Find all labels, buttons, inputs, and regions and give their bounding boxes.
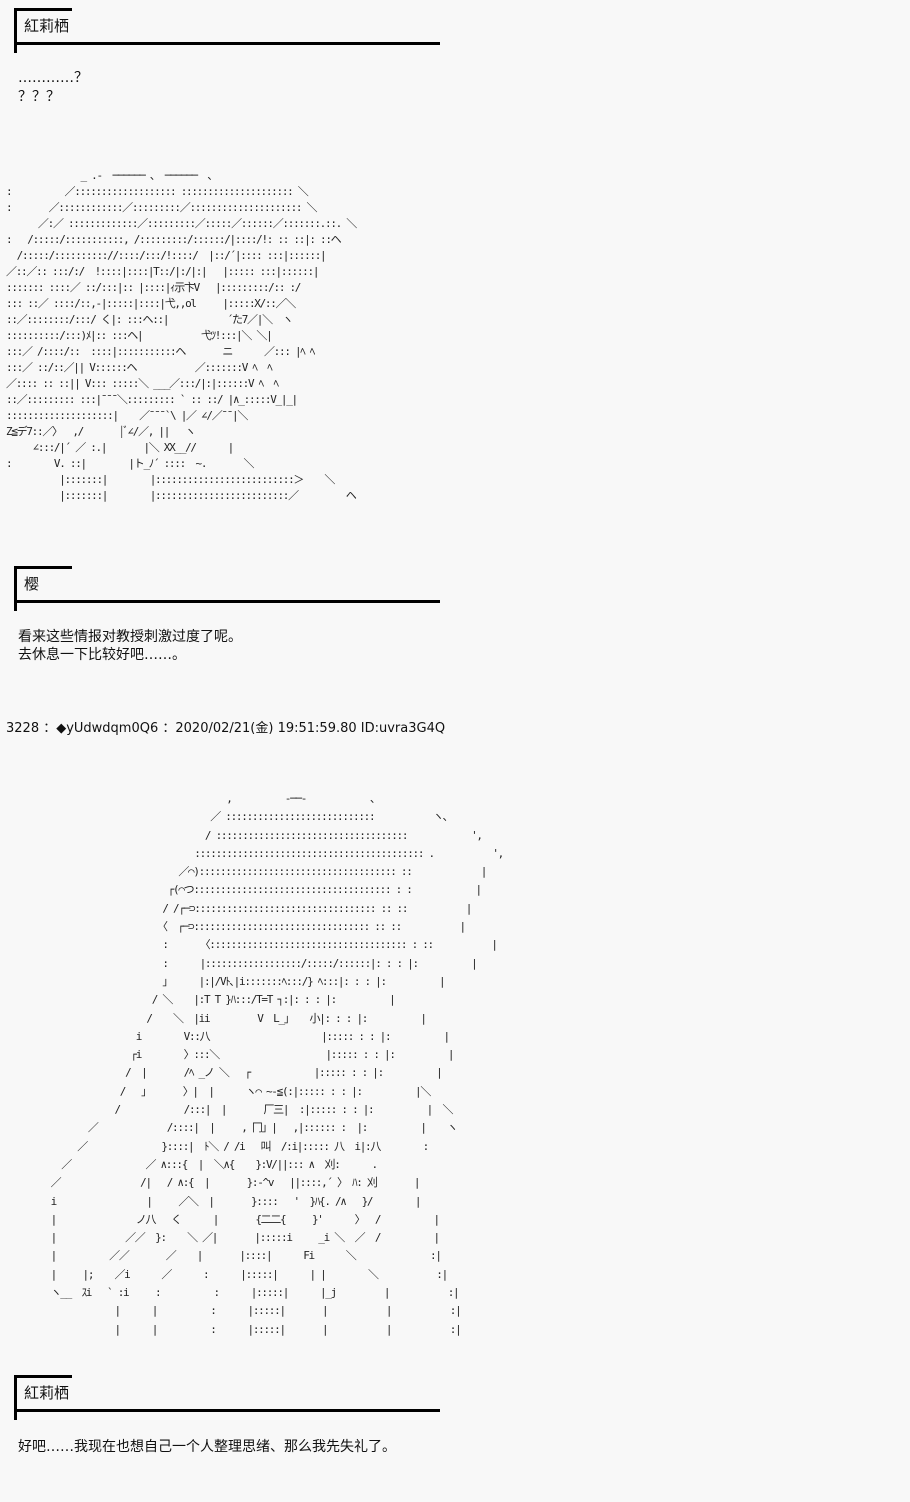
dialogue-line: ？？？ [18,89,60,105]
dialogue-line: 去休息一下比较好吧……。 [18,647,186,663]
dialogue-line: …………？ [18,70,88,86]
speaker-name: 紅莉栖 [24,1384,70,1402]
name-box-left-rule [14,8,17,53]
speaker-box-kurisu-1: 紅莉栖 [14,8,440,53]
name-box-top-rule [14,1375,72,1378]
dialogue-line: 看来这些情报对教授刺激过度了呢。 [18,629,242,645]
name-box-top-rule [14,566,72,569]
dialogue-line: 好吧……我现在也想自己一个人整理思绪、那么我先失礼了。 [18,1439,396,1455]
name-box-top-rule [14,8,72,11]
ascii-art-kurisu-sitting: _ .- ────── 、 ────── 、 : ／::::::::::::::… [6,169,357,502]
speaker-name: 紅莉栖 [24,17,70,35]
speaker-box-sakura: 樱 [14,566,440,611]
name-box-bottom-rule [14,600,440,603]
name-box-bottom-rule [14,1409,440,1412]
name-box-left-rule [14,566,17,611]
name-box-left-rule [14,1375,17,1420]
ascii-art-kurisu-standing: , -──- 、 ／ :::::::::::::::::::::::::::: … [50,792,505,1336]
speaker-name: 樱 [24,575,40,593]
speaker-box-kurisu-2: 紅莉栖 [14,1375,440,1420]
name-box-bottom-rule [14,42,440,45]
post-header: 3228 ：◆yUdwdqm0Q6 ：2020/02/21(金) 19:51:5… [6,721,446,736]
